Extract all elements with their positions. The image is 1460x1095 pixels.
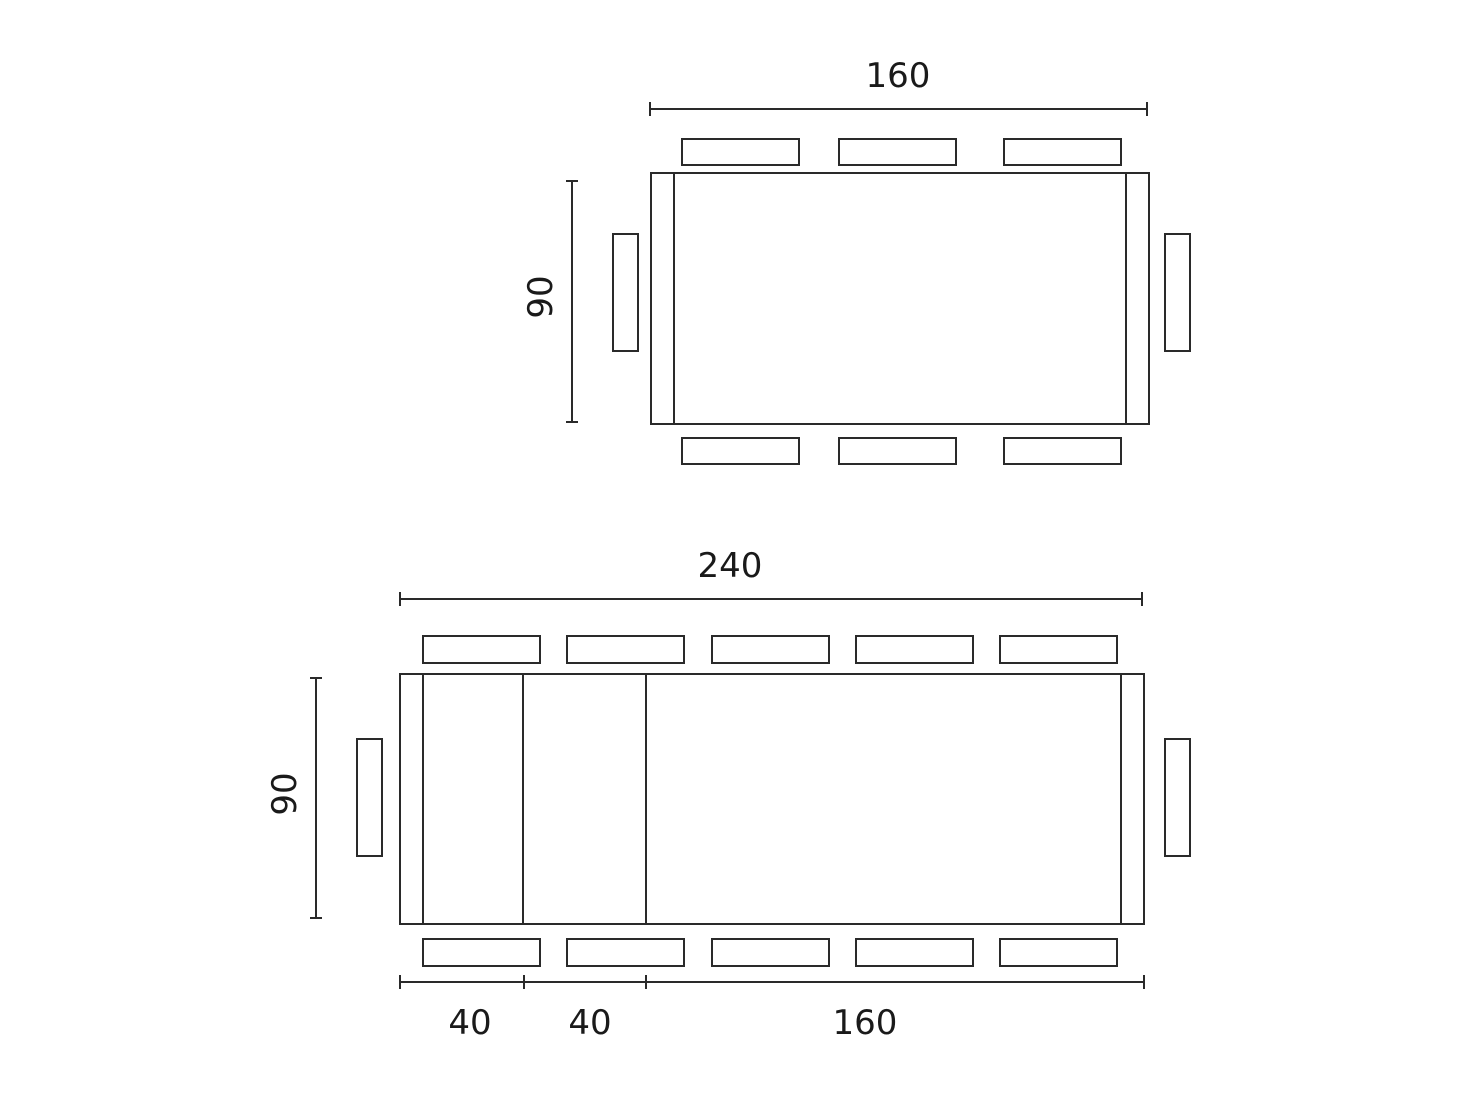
chair xyxy=(1003,138,1122,166)
chair xyxy=(566,938,685,967)
segment-label-leaf-1: 40 xyxy=(448,1003,491,1043)
chair xyxy=(711,938,830,967)
table-top-surface xyxy=(399,673,1145,925)
top-depth-dimension: 90 xyxy=(521,180,578,423)
top-table-group: 160 90 xyxy=(521,56,1191,465)
top-width-label: 160 xyxy=(866,56,931,96)
chair xyxy=(1164,738,1191,857)
table-top-surface xyxy=(650,172,1150,425)
chair xyxy=(838,437,957,465)
bottom-width-dimension: 240 xyxy=(399,546,1143,606)
chair xyxy=(838,138,957,166)
bottom-depth-dimension: 90 xyxy=(265,677,322,919)
chair xyxy=(711,635,830,664)
chair xyxy=(422,938,541,967)
chair xyxy=(855,938,974,967)
chair xyxy=(681,138,800,166)
segment-label-main: 160 xyxy=(833,1003,898,1043)
chair xyxy=(855,635,974,664)
top-depth-label: 90 xyxy=(521,275,561,318)
bottom-segment-dimension: 40 40 160 xyxy=(399,975,1145,1043)
top-width-dimension: 160 xyxy=(649,56,1148,116)
chair xyxy=(681,437,800,465)
chair xyxy=(612,233,639,352)
chair xyxy=(422,635,541,664)
chair xyxy=(356,738,383,857)
bottom-width-label: 240 xyxy=(698,546,763,586)
segment-label-leaf-2: 40 xyxy=(568,1003,611,1043)
bottom-table-group: 240 90 xyxy=(265,546,1191,1043)
chair xyxy=(999,938,1118,967)
chair xyxy=(999,635,1118,664)
chair xyxy=(1164,233,1191,352)
chair xyxy=(566,635,685,664)
bottom-depth-label: 90 xyxy=(265,772,305,815)
chair xyxy=(1003,437,1122,465)
